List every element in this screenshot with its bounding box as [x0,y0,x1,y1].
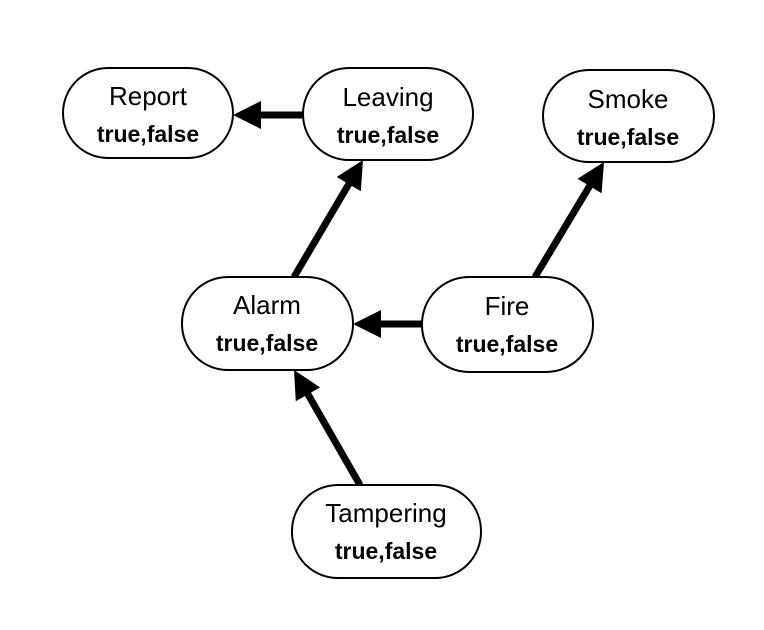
node-fire-shape [421,276,594,373]
node-alarm-shape [181,276,354,371]
edge-fire-to-smoke [531,182,594,279]
node-report: Report true,false [62,67,234,159]
node-smoke-name: Smoke [588,84,669,114]
node-alarm-name: Alarm [233,290,301,320]
node-report-shape [62,67,234,159]
edge-fire-to-smoke-arrowhead [577,162,604,194]
edge-tampering-to-alarm [303,390,364,487]
node-report-name: Report [109,81,188,111]
edge-alarm-to-leaving [290,180,353,279]
node-smoke-shape [542,69,715,163]
node-alarm-states: true,false [216,330,318,356]
node-alarm: Alarm true,false [181,276,354,371]
node-fire: Fire true,false [421,276,594,373]
node-tampering-shape [291,484,482,579]
node-leaving: Leaving true,false [302,67,474,161]
node-tampering-name: Tampering [325,498,446,528]
node-fire-states: true,false [456,331,558,357]
node-smoke: Smoke true,false [542,69,715,163]
node-leaving-states: true,false [337,122,439,148]
edge-tampering-to-alarm-arrowhead [294,370,321,402]
edges [233,101,604,487]
edge-fire-to-alarm-arrowhead [353,310,381,338]
node-smoke-states: true,false [577,124,679,150]
edge-alarm-to-leaving-arrowhead [336,160,363,192]
node-leaving-name: Leaving [342,82,433,112]
node-fire-name: Fire [485,291,530,321]
node-leaving-shape [302,67,474,161]
edge-leaving-to-report-arrowhead [233,101,261,129]
node-report-states: true,false [97,121,199,147]
node-tampering: Tampering true,false [291,484,482,579]
node-tampering-states: true,false [335,538,437,564]
